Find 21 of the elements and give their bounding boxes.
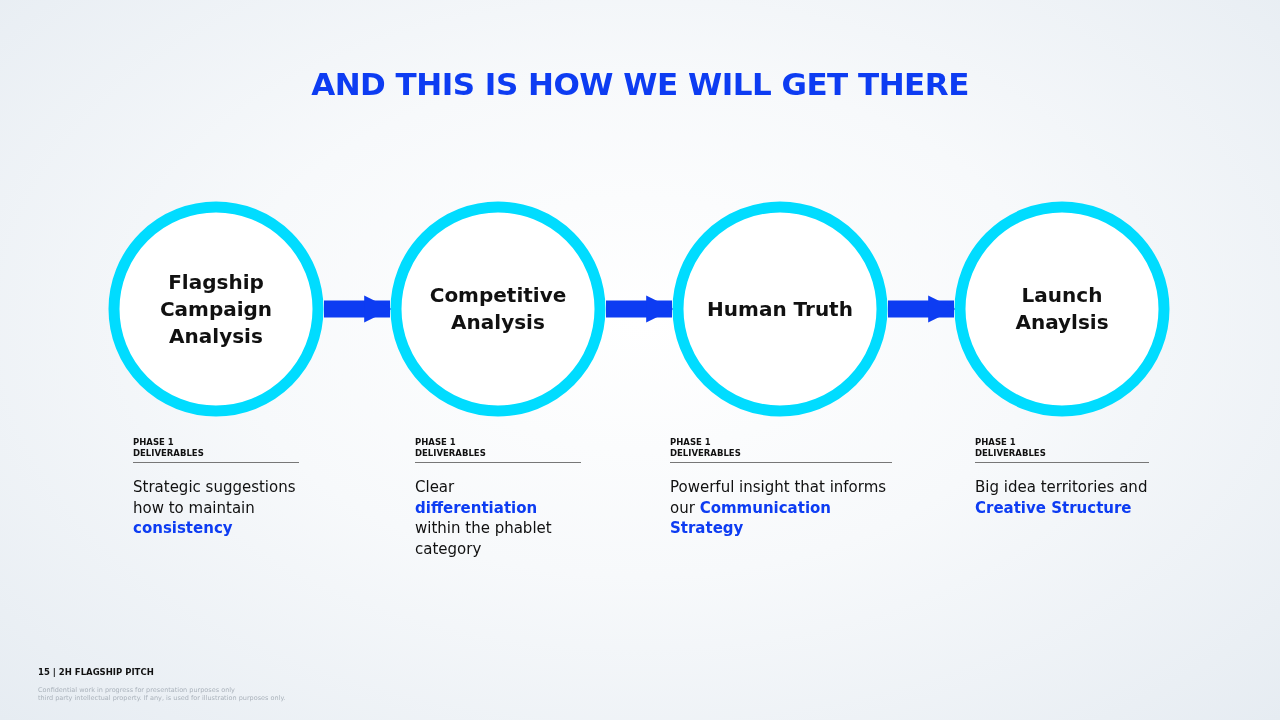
node-label: Competitive Analysis [428,282,568,336]
phase-label: PHASE 1 DELIVERABLES [415,437,487,459]
process-circle [954,201,1170,417]
node-label: Flagship Campaign Analysis [158,268,274,350]
arrow [606,295,674,323]
process-circle [108,201,324,417]
deliverable-text: Clear differentiation within the phablet category [415,477,553,559]
node-label: Human Truth [707,295,853,323]
phase-label: PHASE 1 DELIVERABLES [133,437,205,459]
node-label: Launch Anaylsis [1014,282,1110,336]
process-circle [672,201,888,417]
deliverable-text: Strategic suggestions how to maintain consistency [133,477,297,539]
deliverable-text: Big idea territories and Creative Structure [975,477,1149,518]
title: AND THIS IS HOW WE WILL GET THERE [310,66,970,102]
arrow [324,295,392,323]
phase-label: PHASE 1 DELIVERABLES [975,437,1047,459]
arrow [888,295,956,323]
page-footer: 15 | 2H FLAGSHIP PITCH [38,667,154,677]
process-circle [390,201,606,417]
deliverable-text: Powerful insight that informs our Communication Strategy [670,477,888,539]
phase-label: PHASE 1 DELIVERABLES [670,437,742,459]
